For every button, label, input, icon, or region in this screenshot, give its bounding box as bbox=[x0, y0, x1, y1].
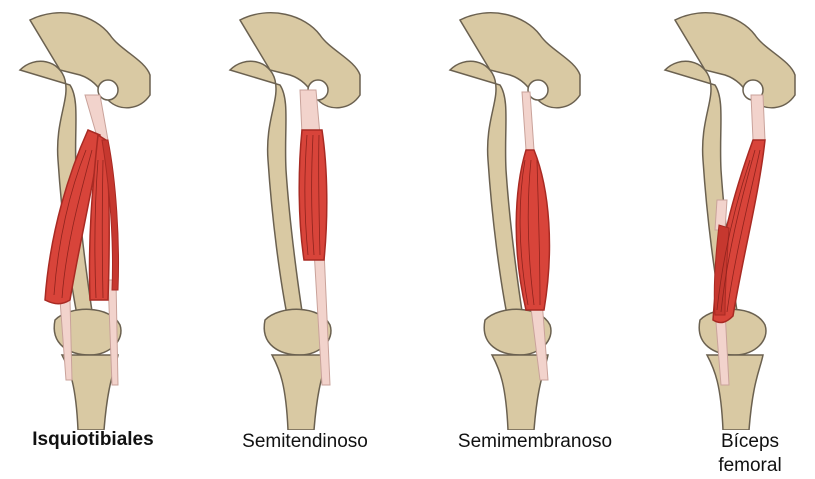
caption-biceps-line1: Bíceps bbox=[700, 430, 800, 454]
leg-illustration-semimembranosus bbox=[430, 0, 630, 430]
caption-semitendinoso: Semitendinoso bbox=[220, 430, 390, 454]
leg-illustration-biceps-femoris bbox=[655, 0, 815, 430]
caption-biceps-line2: femoral bbox=[700, 454, 800, 478]
caption-semimembranoso: Semimembranoso bbox=[440, 430, 630, 454]
panel-biceps-femoral bbox=[655, 0, 815, 479]
caption-isquiotibiales: Isquiotibiales bbox=[8, 428, 178, 452]
leg-illustration-semitendinosus bbox=[210, 0, 410, 430]
panel-semimembranoso bbox=[430, 0, 630, 479]
panel-isquiotibiales bbox=[0, 0, 200, 479]
panel-semitendinoso bbox=[210, 0, 410, 479]
leg-illustration-all-hamstrings bbox=[0, 0, 200, 430]
